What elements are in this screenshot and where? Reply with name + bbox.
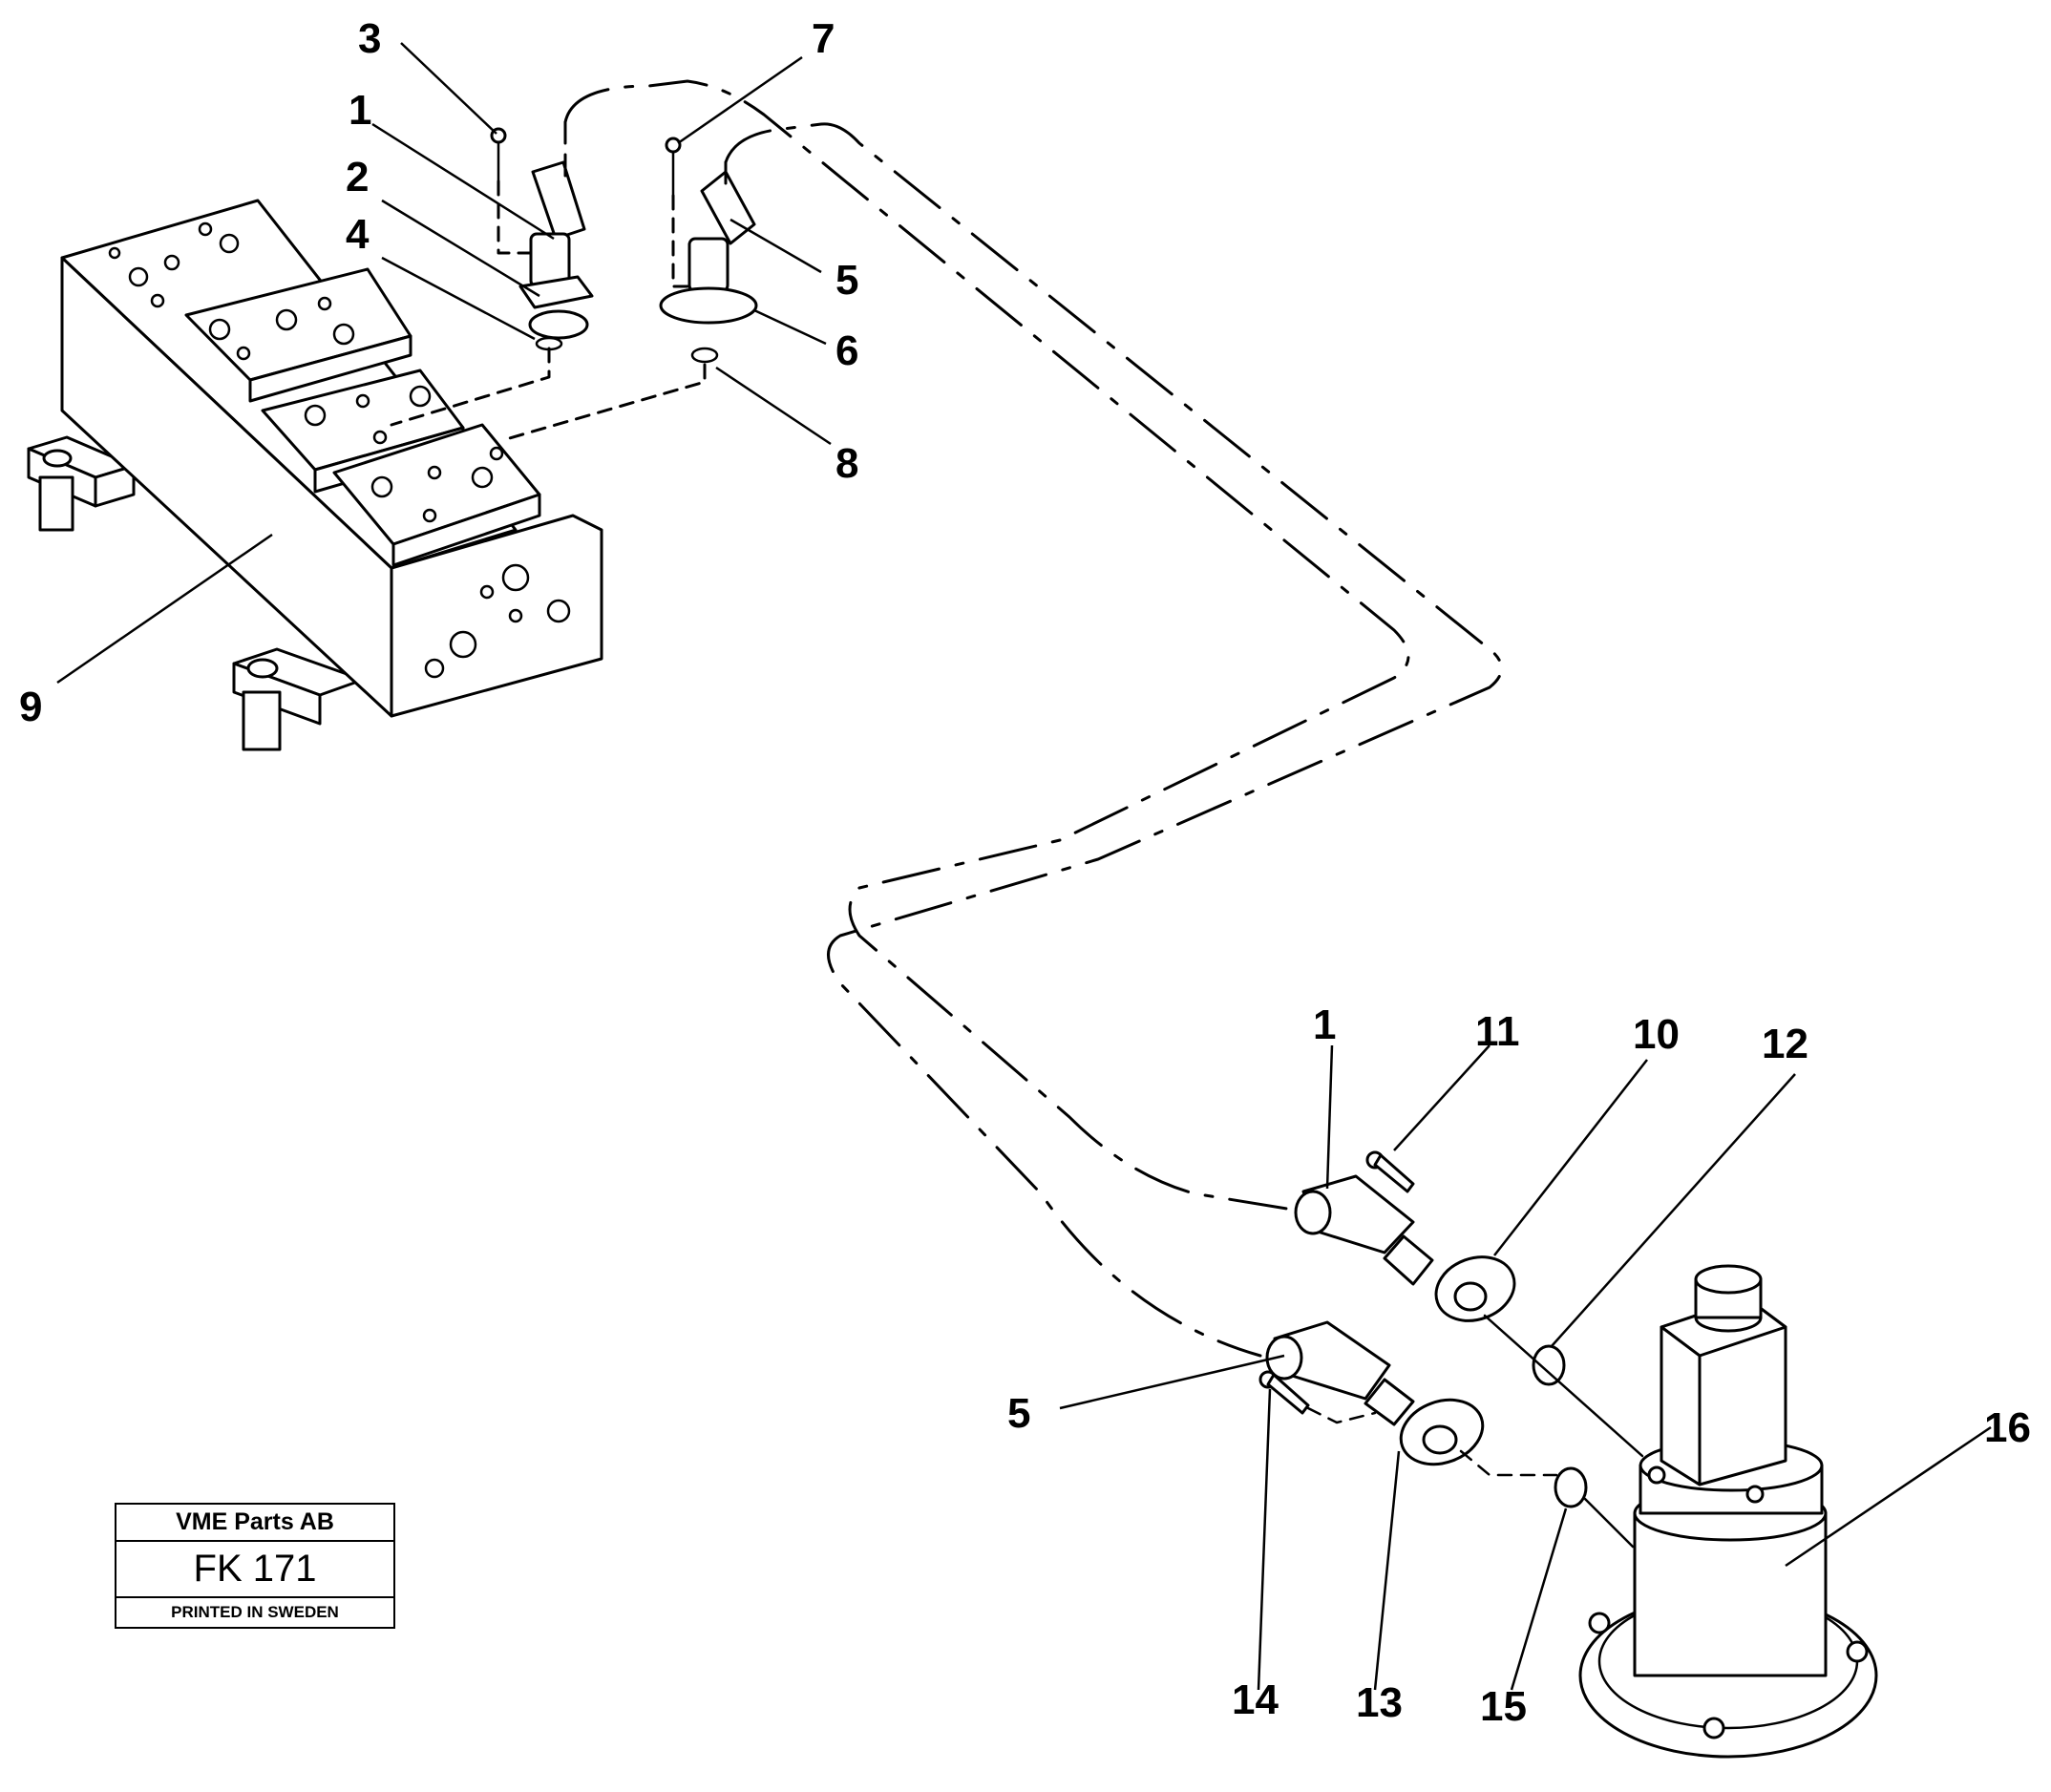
title-stamp: VME Parts AB FK 171 PRINTED IN SWEDEN: [115, 1503, 395, 1629]
o-ring-15: [1554, 1466, 1588, 1508]
leader-lines: [56, 42, 1992, 1691]
screw-3: [490, 127, 507, 183]
hydraulic-pump: [1578, 1264, 1878, 1759]
flange-13: [1399, 1398, 1485, 1466]
callout-13: 13: [1356, 1679, 1403, 1726]
lower-hose-fitting-1: [1294, 1174, 1434, 1286]
callout-7: 7: [812, 15, 835, 62]
callout-11: 11: [1475, 1008, 1520, 1055]
flange-10: [1434, 1255, 1516, 1322]
flange-connection-lines: [1306, 1314, 1644, 1549]
mounting-bracket-rear: [27, 435, 136, 532]
valve-body-end: [390, 514, 603, 718]
callout-10: 10: [1633, 1011, 1680, 1058]
callout-labels: 3 1 2 4 7 5 6 8 9 1 11 10 12 5 16 14 13 …: [19, 15, 2031, 1730]
callout-3: 3: [358, 15, 381, 62]
callout-16: 16: [1984, 1404, 2031, 1451]
upper-hose-fitting-right: [659, 170, 758, 364]
hose-paths: [390, 79, 1503, 1358]
callout-6: 6: [835, 327, 858, 374]
callout-14: 14: [1232, 1676, 1279, 1723]
stamp-company: VME Parts AB: [116, 1505, 393, 1542]
control-valve-block: [27, 199, 603, 751]
callout-1-bottom: 1: [1313, 1001, 1336, 1048]
callout-12: 12: [1762, 1021, 1808, 1067]
mounting-bracket-front: [232, 647, 365, 751]
callout-9: 9: [19, 684, 42, 730]
callout-5-bottom: 5: [1007, 1390, 1030, 1437]
o-ring-12: [1532, 1344, 1566, 1386]
port-holes: [108, 221, 571, 679]
valve-sections: [184, 267, 541, 567]
callout-5-top: 5: [835, 257, 858, 304]
stamp-code: FK 171: [116, 1542, 393, 1598]
stamp-printed: PRINTED IN SWEDEN: [171, 1603, 339, 1621]
screw-7: [665, 137, 682, 198]
callout-2: 2: [346, 154, 369, 200]
callout-8: 8: [835, 440, 858, 487]
callout-1-top: 1: [349, 87, 371, 134]
screw-14: [1258, 1370, 1310, 1415]
screw-11: [1365, 1150, 1415, 1193]
callout-4: 4: [346, 211, 370, 258]
lower-hose-fitting-5: [1265, 1320, 1415, 1426]
callout-15: 15: [1480, 1683, 1527, 1730]
upper-hose-fitting-left: [518, 160, 594, 351]
